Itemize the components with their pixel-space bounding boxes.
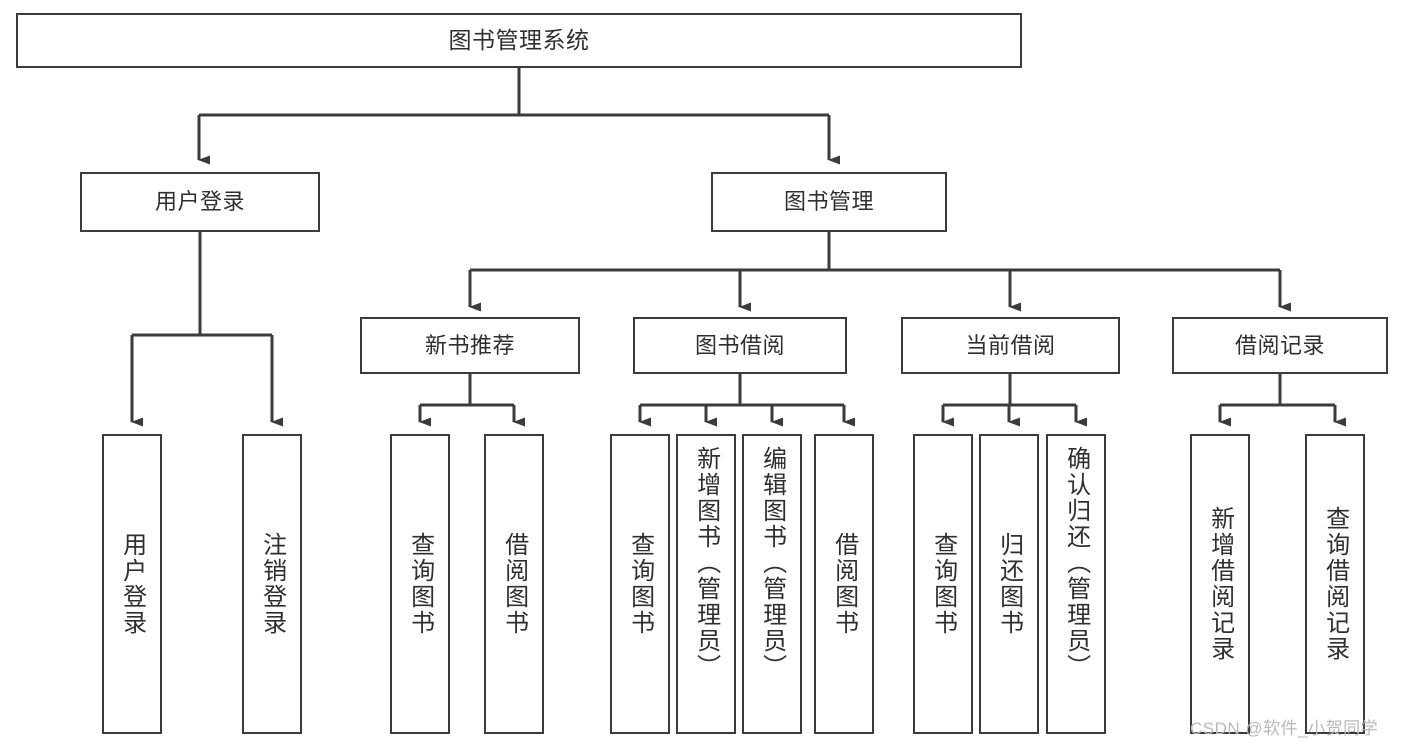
node-label: 用户登录 (118, 532, 146, 636)
node-book-manage[interactable]: 图书管理 (711, 172, 947, 232)
node-borrow-record[interactable]: 借阅记录 (1172, 317, 1388, 374)
node-user-login[interactable]: 用户登录 (80, 172, 320, 232)
node-label: 注销登录 (258, 532, 286, 636)
node-label: 查询借阅记录 (1321, 506, 1349, 662)
node-current-borrow[interactable]: 当前借阅 (901, 317, 1120, 374)
node-label: 借阅记录 (1234, 332, 1325, 358)
node-new-book-recommend[interactable]: 新书推荐 (360, 317, 580, 374)
leaf-borrow-book-recommend[interactable]: 借阅图书 (484, 434, 544, 734)
node-label: 新增借阅记录 (1206, 506, 1234, 662)
node-label: 借阅图书 (500, 532, 528, 636)
leaf-return-book[interactable]: 归还图书 (979, 434, 1039, 734)
leaf-query-borrow-record[interactable]: 查询借阅记录 (1305, 434, 1365, 734)
node-label: 归还图书 (995, 532, 1023, 636)
node-label: 图书管理系统 (448, 26, 590, 53)
node-label: 图书借阅 (694, 332, 785, 358)
node-label: 用户登录 (154, 189, 245, 215)
node-label: 当前借阅 (965, 332, 1056, 358)
node-label: 查询图书 (929, 532, 957, 636)
leaf-confirm-return-admin[interactable]: 确认归还（管理员） (1046, 434, 1106, 734)
node-label: 图书管理 (783, 189, 874, 215)
leaf-query-book-borrow[interactable]: 查询图书 (610, 434, 670, 734)
node-label: 查询图书 (626, 532, 654, 636)
leaf-edit-book-admin[interactable]: 编辑图书（管理员） (742, 434, 802, 734)
leaf-logout-login[interactable]: 注销登录 (242, 434, 302, 734)
node-label: 新增图书（管理员） (692, 446, 720, 680)
leaf-query-book-current[interactable]: 查询图书 (913, 434, 973, 734)
node-label: 确认归还（管理员） (1062, 446, 1090, 680)
leaf-add-book-admin[interactable]: 新增图书（管理员） (676, 434, 736, 734)
node-label: 编辑图书（管理员） (758, 446, 786, 680)
node-label: 借阅图书 (830, 532, 858, 636)
node-book-borrow[interactable]: 图书借阅 (633, 317, 847, 374)
node-label: 查询图书 (406, 532, 434, 636)
leaf-borrow-book[interactable]: 借阅图书 (814, 434, 874, 734)
watermark-text: CSDN @软件_小贺同学 (1190, 719, 1379, 738)
leaf-query-book-recommend[interactable]: 查询图书 (390, 434, 450, 734)
node-root-system[interactable]: 图书管理系统 (16, 13, 1022, 68)
node-label: 新书推荐 (424, 332, 515, 358)
leaf-add-borrow-record[interactable]: 新增借阅记录 (1190, 434, 1250, 734)
leaf-user-login[interactable]: 用户登录 (102, 434, 162, 734)
